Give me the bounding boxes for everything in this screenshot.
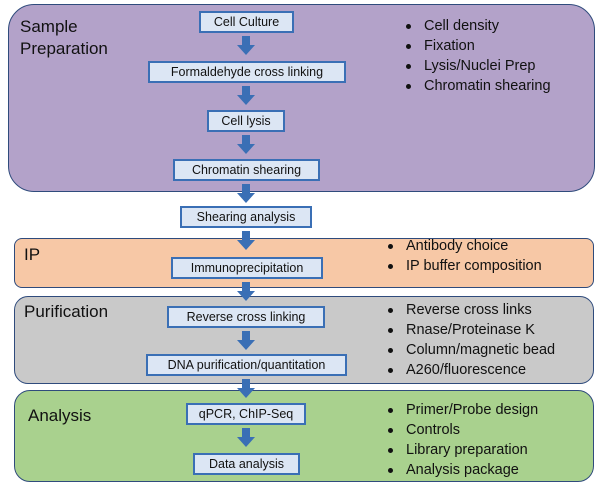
down-arrow-icon: [236, 86, 256, 106]
step-formaldehyde-cross-linking: Formaldehyde cross linking: [148, 61, 346, 83]
bullet-item: Cell density: [402, 16, 551, 36]
step-immunoprecipitation: Immunoprecipitation: [171, 257, 323, 279]
step-dna-purification: DNA purification/quantitation: [146, 354, 347, 376]
step-cell-lysis: Cell lysis: [207, 110, 285, 132]
bullet-item: Analysis package: [384, 460, 538, 480]
sample-preparation-title-line2: Preparation: [20, 39, 108, 58]
step-data-analysis: Data analysis: [193, 453, 300, 475]
step-cell-culture: Cell Culture: [199, 11, 294, 33]
down-arrow-icon: [236, 331, 256, 351]
sample-preparation-bullets: Cell density Fixation Lysis/Nuclei Prep …: [402, 16, 551, 96]
bullet-item: Reverse cross links: [384, 300, 555, 320]
sample-preparation-title: Sample Preparation: [20, 16, 108, 60]
purification-bullets: Reverse cross links Rnase/Proteinase K C…: [384, 300, 555, 380]
bullet-item: Controls: [384, 420, 538, 440]
bullet-item: Antibody choice: [384, 236, 542, 256]
bullet-item: Library preparation: [384, 440, 538, 460]
down-arrow-icon: [236, 231, 256, 251]
bullet-item: Rnase/Proteinase K: [384, 320, 555, 340]
bullet-item: IP buffer composition: [384, 256, 542, 276]
step-qpcr-chip-seq: qPCR, ChIP-Seq: [186, 403, 306, 425]
down-arrow-icon: [236, 135, 256, 155]
analysis-title: Analysis: [28, 406, 92, 425]
bullet-item: Fixation: [402, 36, 551, 56]
step-chromatin-shearing: Chromatin shearing: [173, 159, 320, 181]
down-arrow-icon: [236, 184, 256, 204]
ip-title: IP: [24, 245, 41, 264]
purification-title: Purification: [24, 302, 109, 321]
bullet-item: Primer/Probe design: [384, 400, 538, 420]
step-reverse-cross-linking: Reverse cross linking: [167, 306, 325, 328]
sample-preparation-title-line1: Sample: [20, 17, 78, 36]
ip-bullets: Antibody choice IP buffer composition: [384, 236, 542, 276]
down-arrow-icon: [236, 36, 256, 56]
step-shearing-analysis: Shearing analysis: [180, 206, 312, 228]
bullet-item: A260/fluorescence: [384, 360, 555, 380]
analysis-bullets: Primer/Probe design Controls Library pre…: [384, 400, 538, 480]
bullet-item: Column/magnetic bead: [384, 340, 555, 360]
down-arrow-icon: [236, 428, 256, 448]
down-arrow-icon: [236, 282, 256, 302]
down-arrow-icon: [236, 379, 256, 399]
bullet-item: Chromatin shearing: [402, 76, 551, 96]
bullet-item: Lysis/Nuclei Prep: [402, 56, 551, 76]
